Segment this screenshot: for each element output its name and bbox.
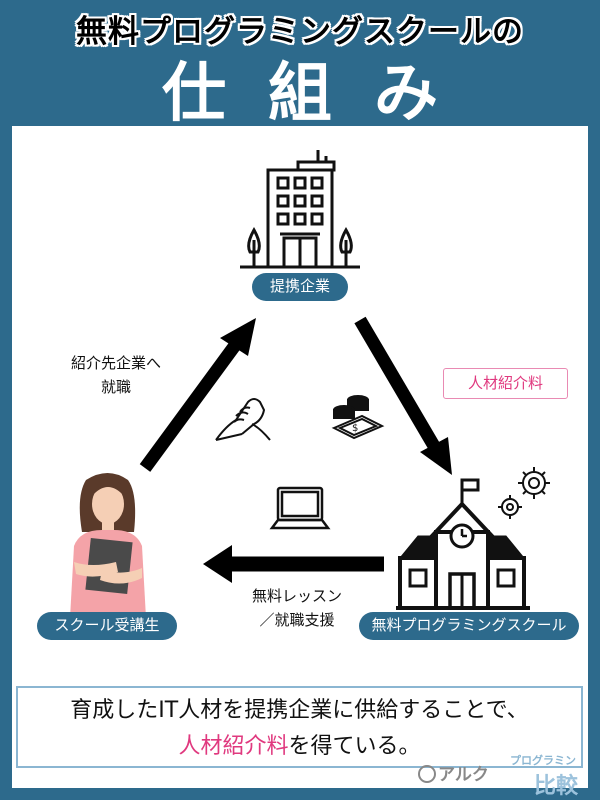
edge-label-student-to-company-l2: 就職 [100, 378, 131, 396]
summary-highlight: 人材紹介料 [178, 734, 289, 759]
gear-icon [498, 467, 550, 519]
site-logo-top: プログラミン [510, 754, 576, 767]
alc-logo-text: アルク [438, 765, 489, 785]
alc-logo-mark [418, 765, 436, 783]
laptop-icon [269, 486, 331, 530]
edge-label-school-to-student-l1: 無料レッスン [251, 587, 342, 605]
student-node-label: スクール受講生 [37, 612, 177, 640]
edge-label-student-to-company-l1: 紹介先企業へ [70, 354, 161, 372]
title-line1: 無料プログラミングスクールの [76, 14, 524, 50]
school-icon [396, 478, 530, 610]
coins-icon: $ [331, 395, 385, 440]
title-line2: 仕組み [162, 57, 480, 131]
handshake-icon [215, 398, 271, 441]
student-icon [70, 473, 146, 618]
company-node-label: 提携企業 [252, 273, 348, 301]
edge-label-school-to-student-l2: ／就職支援 [259, 611, 335, 629]
alc-logo: アルク [418, 760, 489, 785]
school-node-label: 無料プログラミングスクール [359, 612, 579, 640]
summary-line2: 人材紹介料を得ている。 [18, 728, 581, 760]
summary-box: 育成したIT人材を提携企業に供給することで、 人材紹介料を得ている。 [16, 686, 583, 768]
summary-line1: 育成したIT人材を提携企業に供給することで、 [70, 698, 529, 723]
header: 無料プログラミングスクールの 仕組み [0, 0, 600, 131]
edge-label-company-to-school: 人材紹介料 [443, 368, 568, 399]
svg-text:$: $ [352, 423, 358, 434]
building-icon [240, 150, 360, 269]
summary-line2-rest: を得ている。 [288, 734, 421, 759]
site-logo-bottom: 比較 [534, 774, 579, 799]
